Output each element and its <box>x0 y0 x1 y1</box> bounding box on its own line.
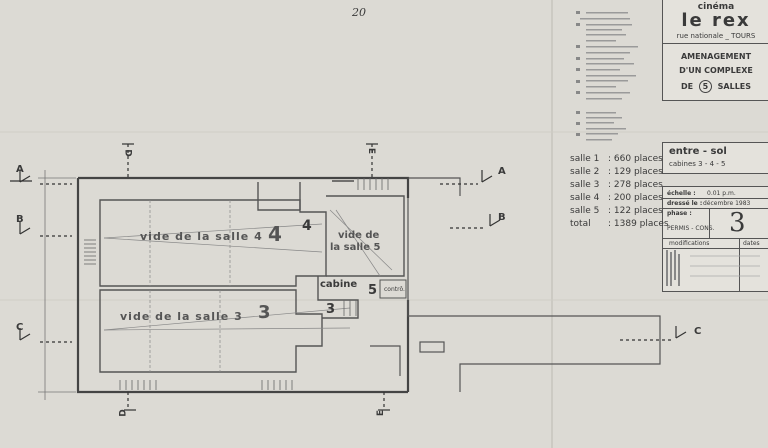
drawn-value: décembre 1983 <box>703 200 751 207</box>
project-line-1: AMENAGEMENT <box>680 52 752 61</box>
hall-3-cabin-number: 3 <box>326 302 336 317</box>
section-c-right: C <box>694 326 702 337</box>
project-line-3-suffix: SALLES <box>717 82 752 91</box>
seating-row: salle 1: 660 places <box>570 154 663 164</box>
scale-label: échelle : <box>667 190 696 197</box>
section-c-left: C <box>16 322 24 333</box>
cabine-label: cabine <box>320 279 358 290</box>
section-d-top: D <box>122 149 133 157</box>
hall-5-label-a: vide de <box>338 230 380 241</box>
salles-count-badge: 5 <box>698 80 712 93</box>
section-d-bottom: D <box>118 409 129 417</box>
seating-row: salle 2: 129 places <box>570 167 663 177</box>
hall-4-number: 4 <box>268 222 282 246</box>
seating-row: salle 5: 122 places <box>570 206 663 216</box>
seating-row-value: 278 places <box>613 180 663 190</box>
seating-row-label: salle 4 <box>570 193 600 203</box>
hall-5-label-b: la salle 5 <box>330 242 381 253</box>
seating-row-label: salle 1 <box>570 154 600 164</box>
seating-row-label: salle 5 <box>570 206 600 216</box>
section-e-top: E <box>366 147 377 155</box>
project-line-3-prefix: DE <box>680 82 694 91</box>
seating-row-value: 129 places <box>613 167 663 177</box>
phase-value: PERMIS - CONS. <box>667 225 715 232</box>
section-b-right: B <box>498 212 506 223</box>
hall-3-label: vide de la salle 3 <box>120 310 243 323</box>
seating-total: total: 1389 places <box>570 219 669 229</box>
seating-row-value: 200 places <box>613 193 663 203</box>
seating-row-value: 1389 places <box>613 219 669 229</box>
section-a-right: A <box>498 166 506 177</box>
title-block: cinéma le rex rue nationale _ TOURS AMEN… <box>662 0 768 101</box>
hall-4-label: vide de la salle 4 <box>140 230 263 243</box>
modifications-label: modifications <box>669 240 710 247</box>
page-number: 20 <box>352 6 366 19</box>
seating-row-label: salle 3 <box>570 180 600 190</box>
level-cabins: cabines 3 - 4 - 5 <box>669 160 726 168</box>
section-e-bottom: E <box>376 409 387 417</box>
project-line-2: D'UN COMPLEXE <box>679 66 753 75</box>
project-line-3: DE 5 SALLES <box>663 80 768 93</box>
phase-label: phase : <box>667 210 692 217</box>
section-a-left: A <box>16 164 24 175</box>
cinema-address: rue nationale _ TOURS <box>676 32 756 40</box>
scale-value: 0.01 p.m. <box>707 190 736 197</box>
seating-row: salle 3: 278 places <box>570 180 663 190</box>
level-name: entre - sol <box>669 146 727 157</box>
cabine-number: 5 <box>368 283 378 298</box>
seating-row-value: 122 places <box>613 206 663 216</box>
seating-row-value: 660 places <box>613 154 663 164</box>
sheet-number: 3 <box>729 208 746 238</box>
section-b-left: B <box>16 214 24 225</box>
seating-row: salle 4: 200 places <box>570 193 663 203</box>
hall-3-number: 3 <box>258 302 271 323</box>
level-block: entre - sol cabines 3 - 4 - 5 <box>662 142 768 174</box>
control-label: contrô. <box>384 286 405 293</box>
dates-label: dates <box>743 240 760 247</box>
hall-4-cabin-number: 4 <box>302 218 312 234</box>
cinema-name: le rex <box>681 10 751 31</box>
seating-row-label: total <box>570 219 591 229</box>
cinema-label: cinéma <box>697 2 735 12</box>
seating-row-label: salle 2 <box>570 167 600 177</box>
drawn-label: dressé le : <box>667 200 703 207</box>
